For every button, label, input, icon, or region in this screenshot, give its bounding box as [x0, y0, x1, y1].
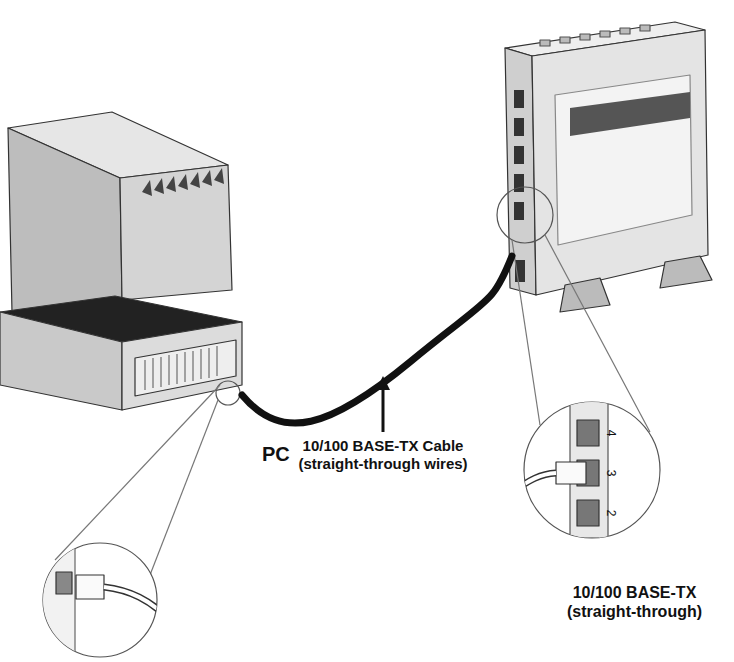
- switch-node: 10/100 BASE-TX (straight-through): [512, 25, 712, 300]
- router-panel: [555, 75, 692, 245]
- zoom-circle: [524, 402, 660, 538]
- rear-slots: [145, 346, 217, 390]
- rj45-plug: [76, 575, 104, 599]
- rear-panel: [135, 340, 236, 396]
- leader-line: [512, 240, 540, 425]
- port-number: 4: [603, 430, 617, 437]
- pointer-arrow-head: [376, 376, 390, 390]
- port-number: 3: [603, 470, 617, 477]
- rj45-jack: [56, 572, 72, 594]
- port: [577, 500, 599, 526]
- router-side: [532, 30, 708, 295]
- case-front: [0, 312, 122, 410]
- vent-chevrons: [142, 168, 224, 196]
- network-cable: [242, 256, 512, 423]
- node-label: 10/100 BASE-TX (straight-through): [552, 583, 717, 621]
- zoom-marker: [216, 381, 240, 405]
- cable-label: 10/100 BASE-TX Cable (straight-through w…: [283, 437, 483, 473]
- pointer-arrow: [382, 386, 385, 432]
- router-ports: [514, 90, 525, 282]
- router-band: [570, 92, 690, 136]
- rj45-plug: [556, 462, 586, 484]
- port: [577, 420, 599, 446]
- router-foot: [660, 256, 712, 288]
- port-number: 2: [603, 510, 617, 517]
- case-side: [122, 322, 242, 410]
- monitor-front: [8, 128, 122, 312]
- zoom-marker: [497, 187, 553, 243]
- port: [577, 538, 599, 564]
- pc-node: PC: [0, 110, 242, 410]
- cable-path: [242, 256, 512, 423]
- monitor-side: [120, 165, 232, 300]
- router-foot: [560, 278, 610, 312]
- router-front: [505, 48, 536, 295]
- leader-line: [55, 385, 220, 560]
- leader-line: [150, 400, 218, 575]
